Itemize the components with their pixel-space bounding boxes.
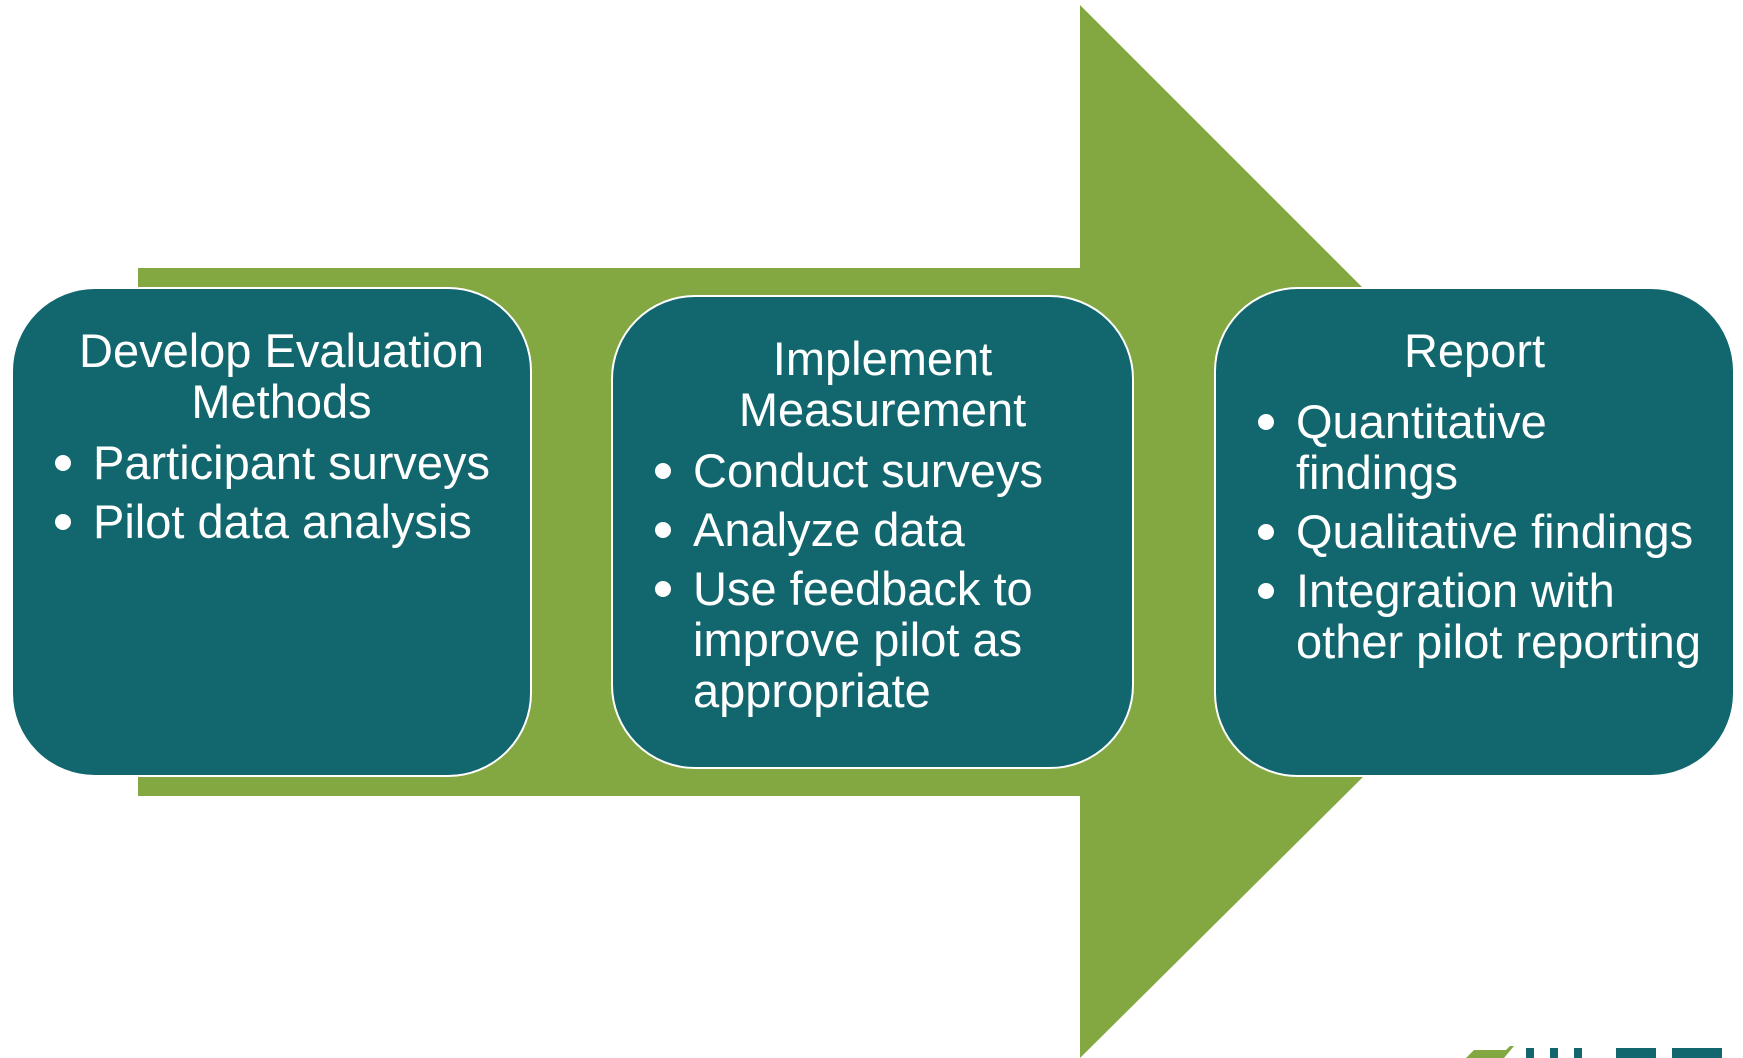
bullet-text: Integration with other pilot reporting bbox=[1296, 564, 1701, 668]
bullet-list: Quantitative findings Qualitative findin… bbox=[1256, 396, 1719, 667]
bullet-text: Participant surveys bbox=[93, 436, 491, 489]
bullet-icon bbox=[655, 581, 671, 597]
bullet-text: Use feedback to improve pilot as appropr… bbox=[693, 562, 1033, 717]
bullet-icon bbox=[655, 463, 671, 479]
stage-develop-evaluation-methods: Develop Evaluation Methods Participant s… bbox=[11, 287, 532, 777]
list-item: Conduct surveys bbox=[653, 445, 1112, 496]
stage-implement-measurement: Implement Measurement Conduct surveys An… bbox=[611, 295, 1134, 769]
bullet-icon bbox=[1258, 583, 1274, 599]
stage-report: Report Quantitative findings Qualitative… bbox=[1214, 287, 1735, 777]
logo-letter-mark bbox=[1550, 1048, 1558, 1058]
bullet-text: Conduct surveys bbox=[693, 444, 1044, 497]
logo-letter-mark bbox=[1616, 1048, 1656, 1058]
list-item: Analyze data bbox=[653, 504, 1112, 555]
logo-letter-mark bbox=[1574, 1048, 1582, 1058]
stage-title: Develop Evaluation Methods bbox=[79, 324, 484, 428]
checkmark-icon bbox=[1466, 1046, 1514, 1058]
bullet-icon bbox=[1258, 524, 1274, 540]
bullet-icon bbox=[1258, 414, 1274, 430]
bullet-text: Qualitative findings bbox=[1296, 505, 1694, 558]
list-item: Use feedback to improve pilot as appropr… bbox=[653, 563, 1112, 716]
bullet-text: Quantitative findings bbox=[1296, 395, 1547, 499]
bullet-icon bbox=[55, 455, 71, 471]
bullet-list: Conduct surveys Analyze data Use feedbac… bbox=[653, 445, 1112, 716]
organization-logo bbox=[1466, 1046, 1722, 1058]
list-item: Pilot data analysis bbox=[53, 496, 510, 547]
list-item: Qualitative findings bbox=[1256, 506, 1719, 557]
list-item: Integration with other pilot reporting bbox=[1256, 565, 1719, 667]
stage-title: Implement Measurement bbox=[738, 332, 1027, 436]
list-item: Participant surveys bbox=[53, 437, 510, 488]
bullet-icon bbox=[655, 522, 671, 538]
list-item: Quantitative findings bbox=[1256, 396, 1719, 498]
bullet-text: Pilot data analysis bbox=[93, 495, 472, 548]
bullet-icon bbox=[55, 514, 71, 530]
bullet-list: Participant surveys Pilot data analysis bbox=[53, 437, 510, 547]
logo-letter-mark bbox=[1526, 1048, 1534, 1058]
stage-title: Report bbox=[1403, 324, 1546, 377]
bullet-text: Analyze data bbox=[693, 503, 965, 556]
logo-letter-mark bbox=[1672, 1048, 1722, 1058]
